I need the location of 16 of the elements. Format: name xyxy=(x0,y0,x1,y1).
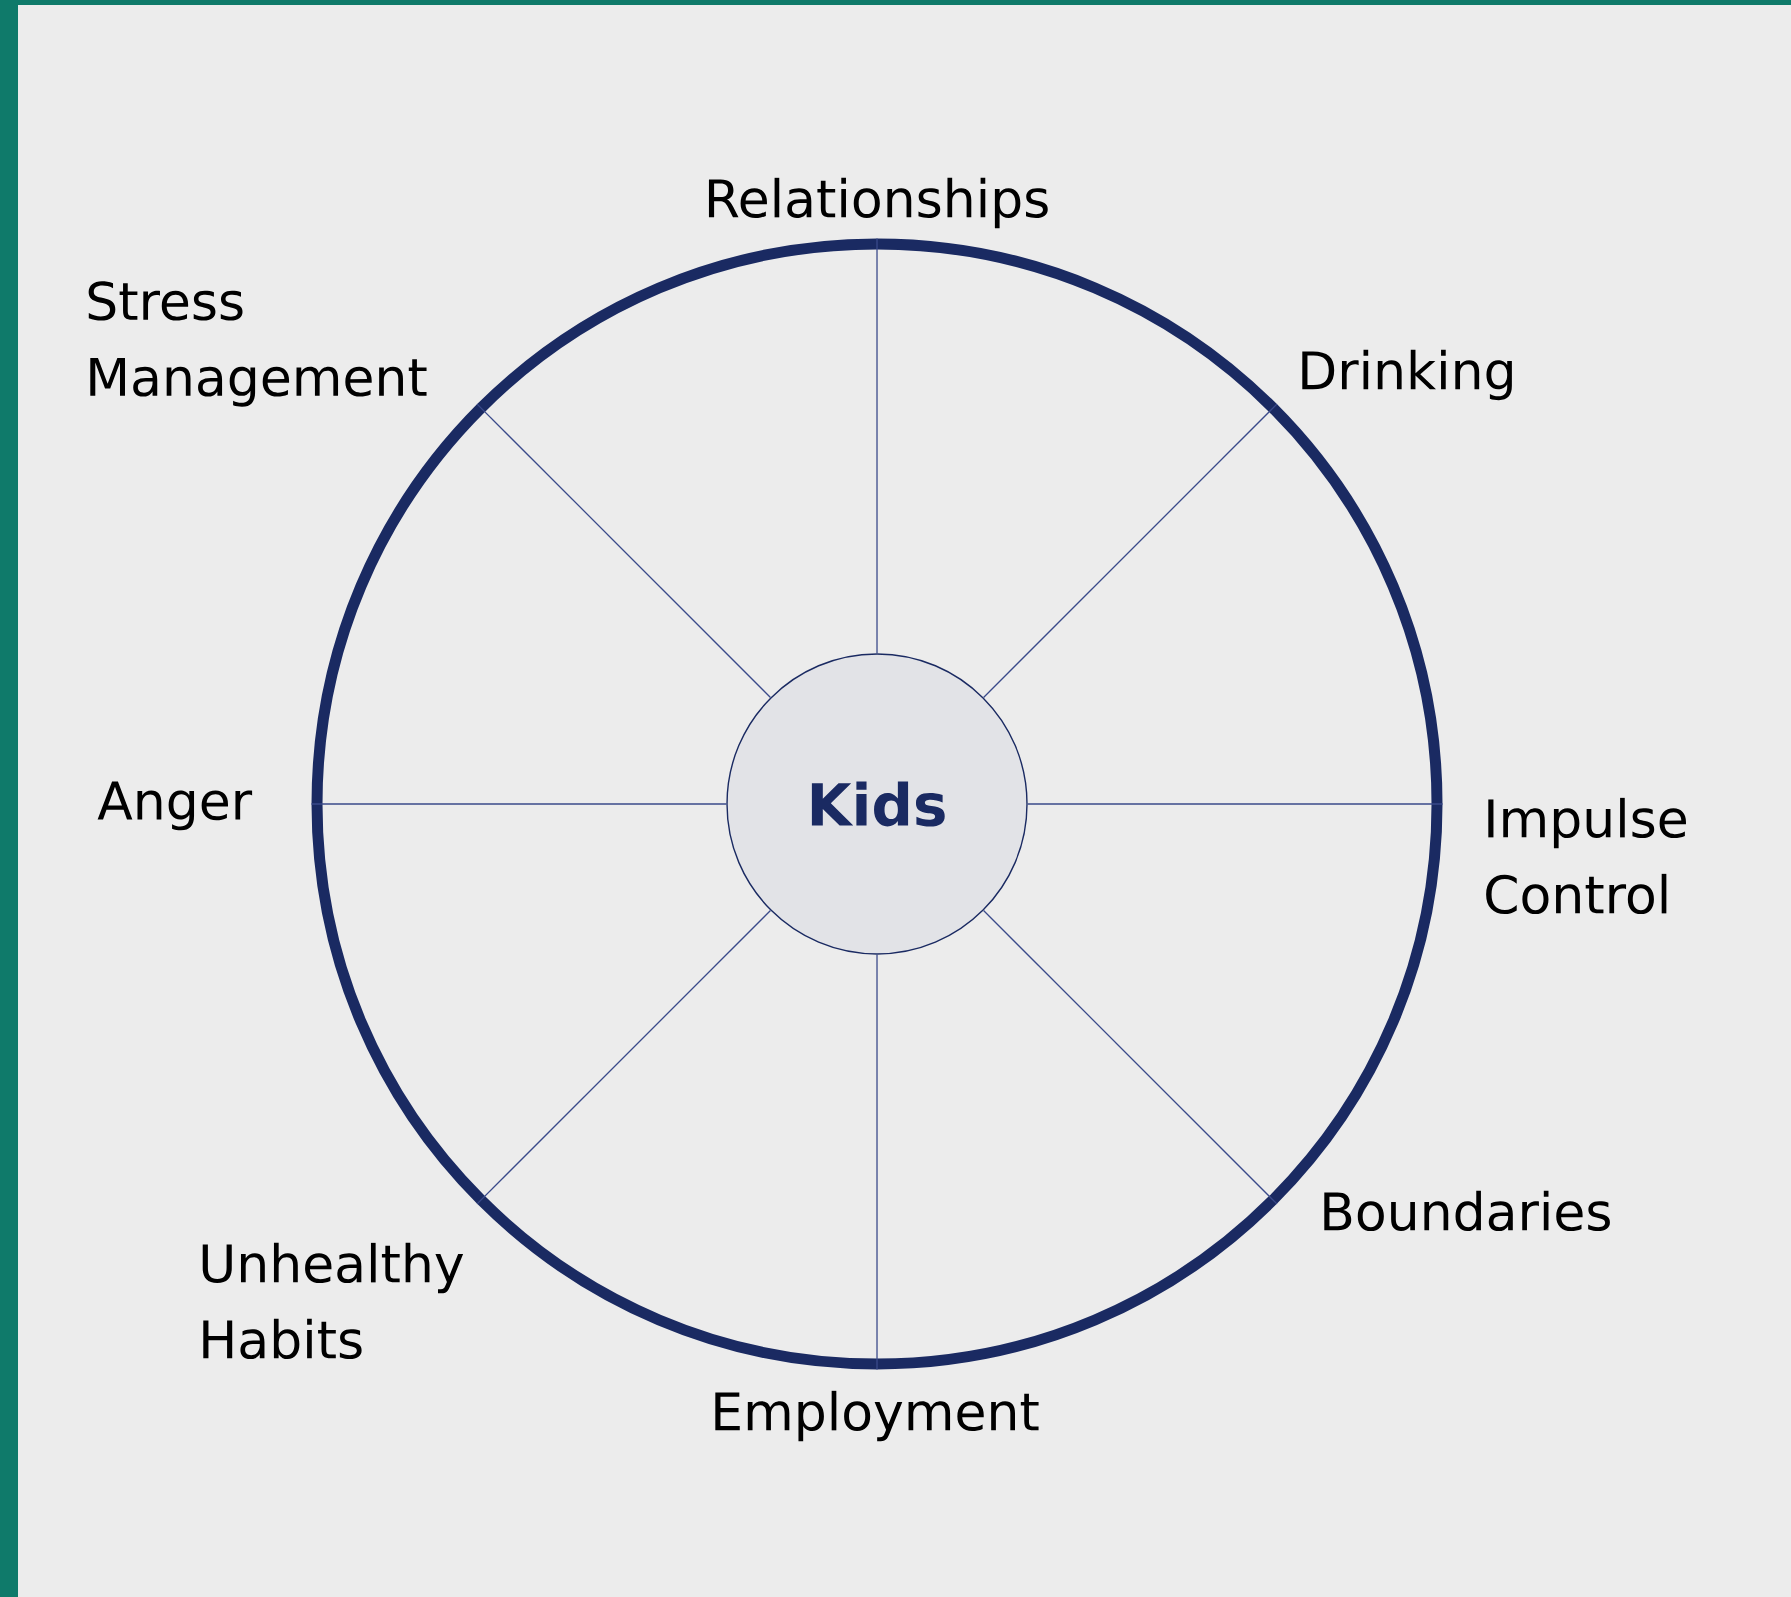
spoke-line xyxy=(982,403,1278,699)
category-label: Anger xyxy=(97,781,253,831)
category-label: Stress Management xyxy=(88,281,427,407)
spoke-line xyxy=(1027,803,1444,805)
spoke-line xyxy=(982,909,1278,1205)
category-label: Drinking xyxy=(1302,349,1512,401)
category-label: Boundaries xyxy=(1324,1190,1610,1232)
category-label: Unhealthy Habits xyxy=(202,1242,464,1360)
spoke-line xyxy=(876,237,878,654)
category-label: Relationships xyxy=(708,177,1048,229)
spoke-line xyxy=(476,403,772,699)
category-label: Impulse Control xyxy=(1486,797,1686,915)
spoke-line xyxy=(310,803,727,805)
category-label: Employment xyxy=(715,1390,1039,1442)
spoke-line xyxy=(476,909,772,1205)
spoke-line xyxy=(876,954,878,1371)
